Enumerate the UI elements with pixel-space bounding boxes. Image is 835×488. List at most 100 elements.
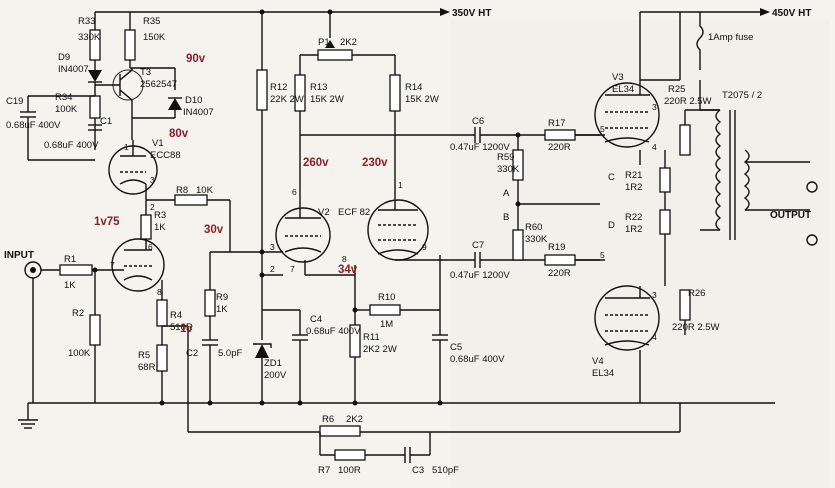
r13-ref: R13 xyxy=(310,82,327,93)
r13-resistor xyxy=(294,74,306,112)
r2-resistor xyxy=(89,314,101,346)
v4-tube xyxy=(594,285,660,351)
r19-ref: R19 xyxy=(548,242,565,253)
v4-ref: V4 xyxy=(592,356,604,367)
svg-text:4: 4 xyxy=(652,332,657,342)
r3-resistor xyxy=(140,214,152,240)
r10-ref: R10 xyxy=(378,292,395,303)
r4-ref: R4 xyxy=(170,310,182,321)
r9-resistor xyxy=(204,289,216,317)
r8-value: 10K xyxy=(196,185,214,196)
junction-dots xyxy=(92,9,521,406)
r1-ref: R1 xyxy=(64,254,76,265)
r5-resistor xyxy=(156,344,168,372)
svg-text:7: 7 xyxy=(290,264,295,274)
r12-value: 22K 2W xyxy=(270,94,304,105)
zd1-ref: ZD1 xyxy=(264,358,282,369)
svg-text:3: 3 xyxy=(150,175,155,185)
c2-ref: C2 xyxy=(186,348,198,359)
r17-resistor xyxy=(544,129,576,141)
c1-ref: C1 xyxy=(100,116,112,127)
output-terminal-top[interactable] xyxy=(806,181,818,193)
r60-value: 330K xyxy=(525,234,548,245)
c5-ref: C5 xyxy=(450,342,462,353)
voltage-260v: 260v xyxy=(303,157,329,169)
v2-ref: V2 xyxy=(318,207,330,218)
rail-350-label: 350V HT xyxy=(452,8,491,19)
r7-ref: R7 xyxy=(318,465,330,476)
svg-text:5: 5 xyxy=(600,124,605,134)
c7-ref: C7 xyxy=(472,240,484,251)
v4-value: EL34 xyxy=(592,368,614,379)
t3-ref: T3 xyxy=(140,67,151,78)
r35-resistor xyxy=(124,29,136,61)
c6-ref: C6 xyxy=(472,116,484,127)
r35-ref: R35 xyxy=(143,16,160,27)
r21-resistor xyxy=(659,167,671,193)
c4-ref: C4 xyxy=(310,314,322,325)
output-terminal-bottom[interactable] xyxy=(806,234,818,246)
r2-ref: R2 xyxy=(72,308,84,319)
v3-tube xyxy=(594,82,660,148)
r22-ref: R22 xyxy=(625,212,642,223)
svg-text:3: 3 xyxy=(270,242,275,252)
r26-ref: R26 xyxy=(688,288,705,299)
c1-value: 0.68uF 400V xyxy=(44,140,99,151)
r25-value: 220R 2.5W xyxy=(664,96,712,107)
pin-numbers: 1 3 2 6 7 8 6 3 2 7 8 1 9 5 3 4 5 3 4 xyxy=(110,102,657,342)
r21-value: 1R2 xyxy=(625,182,642,193)
svg-text:6: 6 xyxy=(148,242,153,252)
svg-text:5: 5 xyxy=(600,250,605,260)
r34-resistor xyxy=(89,95,101,119)
r60-ref: R60 xyxy=(525,222,542,233)
ht-350-rail xyxy=(95,8,450,16)
r9-ref: R9 xyxy=(216,292,228,303)
c4-value: 0.68uF 400V xyxy=(306,326,361,337)
r17-value: 220R xyxy=(548,142,571,153)
r11-value: 2K2 2W xyxy=(363,344,397,355)
svg-text:1: 1 xyxy=(124,142,129,152)
r7-resistor xyxy=(334,449,366,461)
r33-value: 330K xyxy=(78,32,101,43)
svg-text:2: 2 xyxy=(150,202,155,212)
r34-value: 100K xyxy=(55,104,78,115)
fuse-label: 1Amp fuse xyxy=(708,32,753,43)
t3-transistor xyxy=(95,69,144,101)
voltage-90v: 90v xyxy=(186,53,206,65)
v3-ref: V3 xyxy=(612,72,624,83)
v2-value: ECF 82 xyxy=(338,207,370,218)
input-jack[interactable] xyxy=(24,261,42,279)
d10-diode xyxy=(168,97,182,110)
svg-text:1: 1 xyxy=(398,180,403,190)
c19-value: 0.68uF 400V xyxy=(6,120,61,131)
svg-text:3: 3 xyxy=(652,290,657,300)
r14-ref: R14 xyxy=(405,82,422,93)
voltage-1v75: 1v75 xyxy=(94,216,120,228)
r14-resistor xyxy=(389,74,401,112)
r2-value: 100K xyxy=(68,348,91,359)
v1-value: ECC88 xyxy=(150,150,181,161)
c3-value: 510pF xyxy=(432,465,459,476)
r60-resistor xyxy=(512,229,524,261)
point-b-label: B xyxy=(503,212,509,223)
r6-ref: R6 xyxy=(322,414,334,425)
ht-450-rail xyxy=(640,8,770,16)
svg-text:8: 8 xyxy=(157,287,162,297)
r6-resistor xyxy=(319,425,361,437)
d10-ref: D10 xyxy=(185,95,202,106)
r59-value: 330K xyxy=(497,164,520,175)
svg-text:7: 7 xyxy=(110,260,115,270)
v2-tube xyxy=(275,199,429,263)
r5-value: 68R xyxy=(138,362,156,373)
r35-value: 150K xyxy=(143,32,166,43)
p1-potentiometer xyxy=(317,49,353,61)
r4-resistor xyxy=(156,299,168,327)
voltage-230v: 230v xyxy=(362,157,388,169)
r1-value: 1K xyxy=(64,280,76,291)
r8-ref: R8 xyxy=(176,185,188,196)
r34-ref: R34 xyxy=(55,92,72,103)
r33-ref: R33 xyxy=(78,16,95,27)
svg-text:3: 3 xyxy=(652,102,657,112)
voltage-34v: 34v xyxy=(338,264,358,276)
